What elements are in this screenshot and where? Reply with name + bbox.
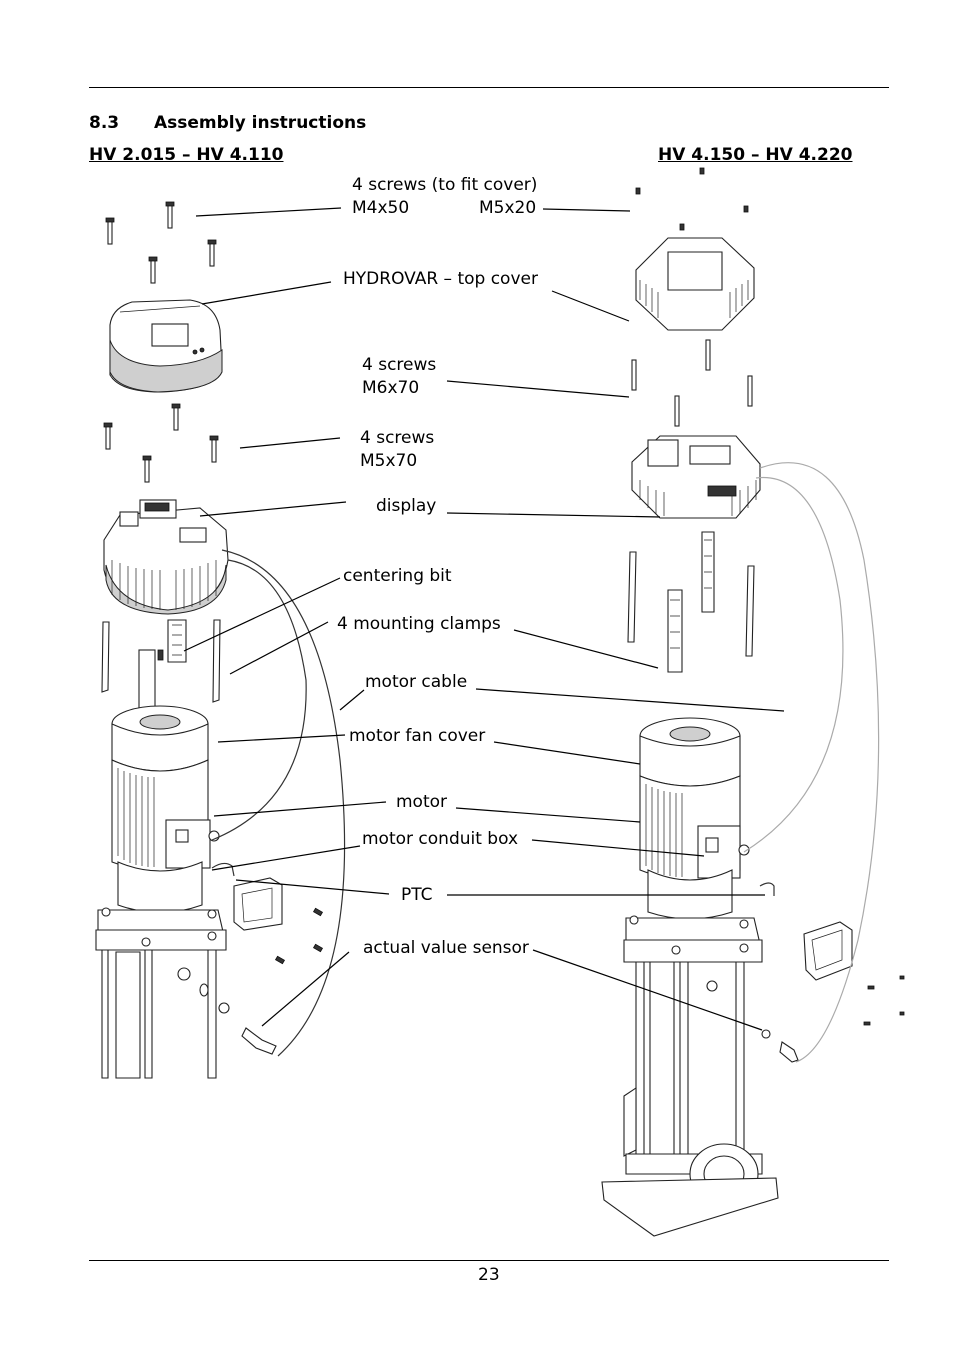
label-actual-value-sensor: actual value sensor bbox=[363, 938, 529, 958]
label-screws-cover: 4 screws (to fit cover) bbox=[352, 175, 538, 195]
motor-left bbox=[111, 705, 220, 914]
section-number: 8.3 bbox=[89, 113, 120, 133]
motor-cable-left bbox=[211, 549, 346, 1057]
top-cover-left bbox=[109, 299, 223, 393]
motor-cable-right bbox=[743, 462, 880, 1063]
top-cover-right bbox=[635, 237, 755, 331]
label-screws-m6x70-size: M6x70 bbox=[362, 378, 420, 398]
label-m4x50: M4x50 bbox=[352, 198, 410, 218]
label-mounting-clamps: 4 mounting clamps bbox=[337, 614, 501, 634]
label-centering-bit: centering bit bbox=[343, 566, 452, 586]
actual-value-sensor-left bbox=[218, 1002, 277, 1055]
mounting-clamps-right bbox=[627, 531, 755, 673]
label-screws-m5x70-count: 4 screws bbox=[360, 428, 435, 448]
model-range-left: HV 2.015 – HV 4.110 bbox=[89, 145, 284, 165]
label-motor-cable: motor cable bbox=[365, 672, 468, 692]
label-motor-conduit-box: motor conduit box bbox=[362, 829, 519, 849]
left-assembly bbox=[95, 201, 346, 1079]
pump-right bbox=[601, 915, 779, 1237]
footer-rule bbox=[89, 1260, 889, 1261]
pump-left bbox=[95, 907, 227, 1079]
label-screws-m5x70-size: M5x70 bbox=[360, 451, 418, 471]
display-unit-right bbox=[631, 435, 761, 519]
label-m5x20: M5x20 bbox=[479, 198, 537, 218]
label-screws-m6x70-count: 4 screws bbox=[362, 355, 437, 375]
label-display: display bbox=[376, 496, 437, 516]
motor-right bbox=[639, 717, 750, 920]
conduit-box-cover-left bbox=[211, 862, 324, 965]
label-ptc: PTC bbox=[401, 885, 433, 905]
label-motor-fan-cover: motor fan cover bbox=[349, 726, 486, 746]
mounting-clamps-left bbox=[101, 619, 221, 703]
label-top-cover: HYDROVAR – top cover bbox=[343, 269, 538, 289]
screws-m4x50 bbox=[105, 201, 217, 284]
actual-value-sensor-right bbox=[761, 1029, 799, 1063]
label-motor: motor bbox=[396, 792, 448, 812]
header-rule bbox=[89, 87, 889, 88]
screws-m5x70 bbox=[103, 403, 219, 483]
model-range-right: HV 4.150 – HV 4.220 bbox=[658, 145, 853, 165]
screws-m5x20 bbox=[635, 167, 749, 231]
section-title: Assembly instructions bbox=[154, 113, 367, 133]
centering-bit-left bbox=[138, 649, 164, 711]
leader-lines bbox=[183, 207, 785, 1031]
conduit-box-cover-right bbox=[759, 882, 905, 1026]
screws-m6x70 bbox=[631, 339, 753, 427]
display-unit-left bbox=[103, 499, 229, 615]
page-number: 23 bbox=[478, 1265, 500, 1285]
right-assembly bbox=[601, 167, 905, 1237]
